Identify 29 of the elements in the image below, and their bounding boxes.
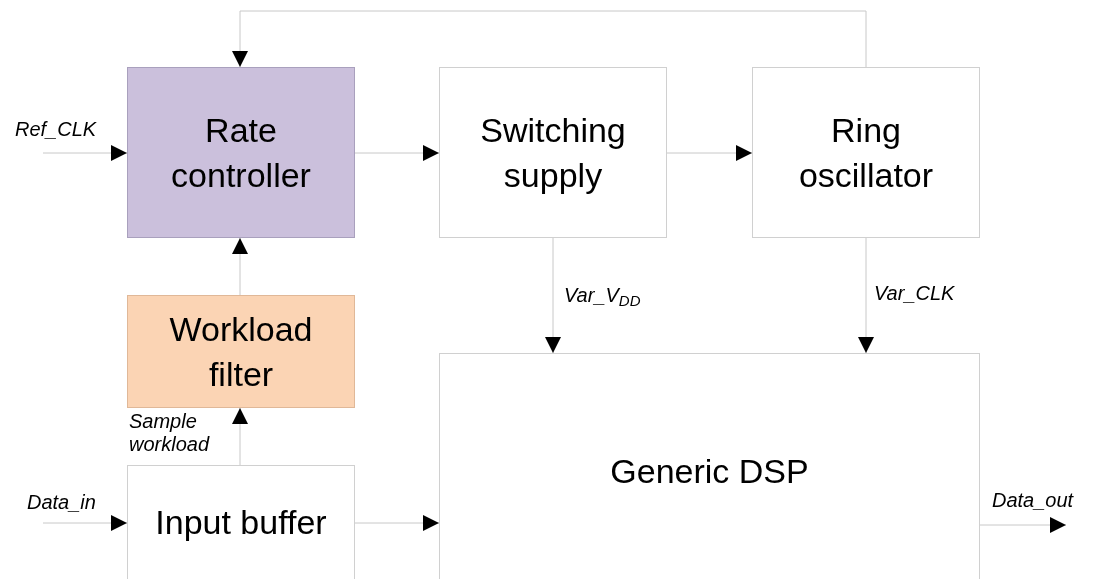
arrow <box>354 515 440 531</box>
edge-label: Var_CLK <box>874 282 956 305</box>
block-label: Generic DSP <box>609 451 810 492</box>
block-box <box>127 465 355 579</box>
block-box <box>127 295 355 408</box>
block-box <box>127 67 355 238</box>
arrow <box>666 145 753 161</box>
block-label: Switching supply <box>479 110 627 196</box>
edge-label: Sample workload <box>129 410 211 456</box>
arrow <box>354 145 440 161</box>
arrow <box>232 237 248 296</box>
arrow <box>232 407 248 466</box>
arrow <box>42 145 128 161</box>
block-label: Input buffer <box>154 502 328 544</box>
block-label: Ring oscillator <box>797 110 935 196</box>
block-box <box>752 67 980 238</box>
edge-label: Data_in <box>27 491 97 514</box>
arrow <box>979 517 1067 533</box>
edge-label: Data_out <box>992 489 1075 512</box>
block-label: Rate controller <box>170 110 312 196</box>
block-box <box>439 353 980 579</box>
arrow <box>545 237 561 354</box>
arrow <box>232 10 867 68</box>
block-label: Workload filter <box>168 309 314 395</box>
arrow <box>858 237 874 354</box>
arrow <box>42 515 128 531</box>
edge-label: Ref_CLK <box>15 118 98 141</box>
block-box <box>439 67 667 238</box>
edge-label: Var_V$_{DD}$ <box>564 284 642 307</box>
